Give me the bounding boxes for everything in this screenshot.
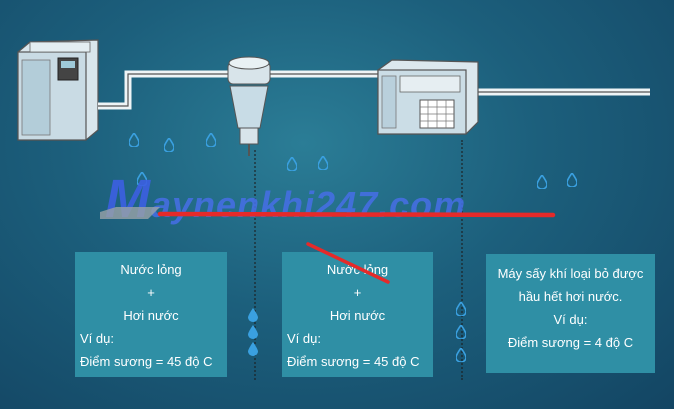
panel-line: + [147,285,155,300]
panel-line: + [353,285,362,300]
dotted-line [461,140,463,380]
panel-line: hầu hết hơi nước. [518,289,623,304]
panel-line: Điểm sương = 4 độ C [507,335,634,350]
panel-line: Điểm sương = 45 độ C [287,354,420,369]
panel-line: Hơi nước [329,308,386,323]
panel-line: Ví dụ: [80,331,114,346]
panel-dryer-result: Máy sấy khí loại bỏ được hầu hết hơi nướ… [486,254,655,373]
watermark: Maynenkhi247.com [105,168,466,230]
panel-line: Điểm sương = 45 độ C [80,354,213,369]
air-pipe [98,70,650,110]
air-compressor [17,39,99,141]
watermark-text: aynenkhi247.com [150,184,467,225]
panel-line: Nước lỏng [120,262,182,277]
panel-liquid-and-vapor-2: Nước lỏng + Hơi nước Ví dụ: Điểm sương =… [282,252,433,377]
panel-liquid-and-vapor-1: Nước lỏng + Hơi nước Ví dụ: Điểm sương =… [75,252,227,377]
panel-line: Máy sấy khí loại bỏ được [497,266,644,281]
dotted-line [254,150,256,380]
air-dryer [377,59,479,135]
panel-line: Hơi nước [123,308,179,323]
panel-line: Ví dụ: [553,312,588,327]
air-filter [227,56,271,156]
panel-line: Ví dụ: [287,331,321,346]
